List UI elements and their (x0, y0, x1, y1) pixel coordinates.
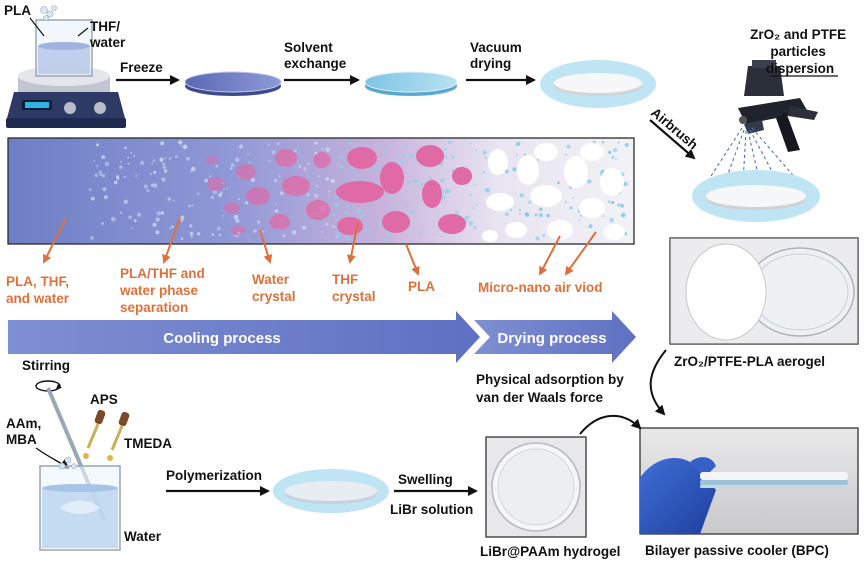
aerogel-photo-caption: ZrO₂/PTFE-PLA aerogel (674, 354, 825, 369)
frozen-dish (184, 71, 282, 96)
label-pla: PLA (408, 279, 435, 294)
libr-solution-label: LiBr solution (390, 502, 473, 517)
drying-process-arrow: Drying process (474, 311, 636, 363)
stirrer-setup (6, 5, 126, 128)
bpc-photo-caption: Bilayer passive cooler (BPC) (645, 543, 829, 558)
water-label: Water (124, 529, 162, 544)
reaction-beaker (39, 456, 121, 551)
label-water-crystal: Water crystal (252, 272, 296, 304)
stirring-label: Stirring (22, 358, 70, 373)
freeze-label: Freeze (120, 60, 163, 75)
swelling-label: Swelling (398, 472, 453, 487)
aerogel-photo (669, 237, 859, 345)
aps-label: APS (90, 392, 118, 407)
drying-process-label: Drying process (497, 330, 606, 347)
tmeda-label: TMEDA (124, 436, 172, 451)
polymerization-label: Polymerization (166, 468, 262, 483)
label-pla-thf-water: PLA, THF, and water (6, 274, 73, 306)
hydrogel-photo (485, 436, 587, 538)
pla-label: PLA (4, 3, 31, 18)
zro2-ptfe-label: ZrO₂ and PTFE particles dispersion (750, 27, 850, 76)
vacuum-drying-label: Vacuum drying (470, 40, 526, 71)
aam-mba-label: AAm, MBA (6, 416, 45, 447)
hydrogel-photo-caption: LiBr@PAAm hydrogel (480, 544, 620, 559)
cooling-process-arrow: Cooling process (8, 311, 480, 363)
combine-arrow-bottom (579, 414, 642, 435)
airbrush-label: Airbrush (648, 105, 701, 153)
physical-adsorption-label: Physical adsorption by van der Waals for… (476, 372, 628, 405)
aerogel-disc (540, 60, 656, 108)
pink-crystals (206, 145, 472, 235)
phase-evolution-panel (7, 137, 635, 245)
phase-pointers (43, 217, 597, 276)
cooling-process-label: Cooling process (163, 330, 281, 347)
label-phase-separation: PLA/THF and water phase separation (119, 266, 209, 315)
exchanged-dish (364, 71, 458, 96)
thf-water-label: THF/ water (89, 19, 126, 50)
airbrush-gun-icon (738, 60, 818, 152)
solvent-exchange-label: Solvent exchange (284, 40, 347, 71)
bpc-photo (639, 427, 859, 535)
air-voids (482, 143, 625, 242)
airbrush-arrow (649, 119, 696, 160)
combine-arrow-top (649, 349, 667, 416)
hydrogel-disc (273, 469, 389, 513)
label-air-void: Micro-nano air viod (478, 280, 603, 295)
coated-aerogel-disc (692, 170, 820, 222)
label-thf-crystal: THF crystal (332, 272, 376, 304)
dropper-icons (83, 409, 130, 461)
